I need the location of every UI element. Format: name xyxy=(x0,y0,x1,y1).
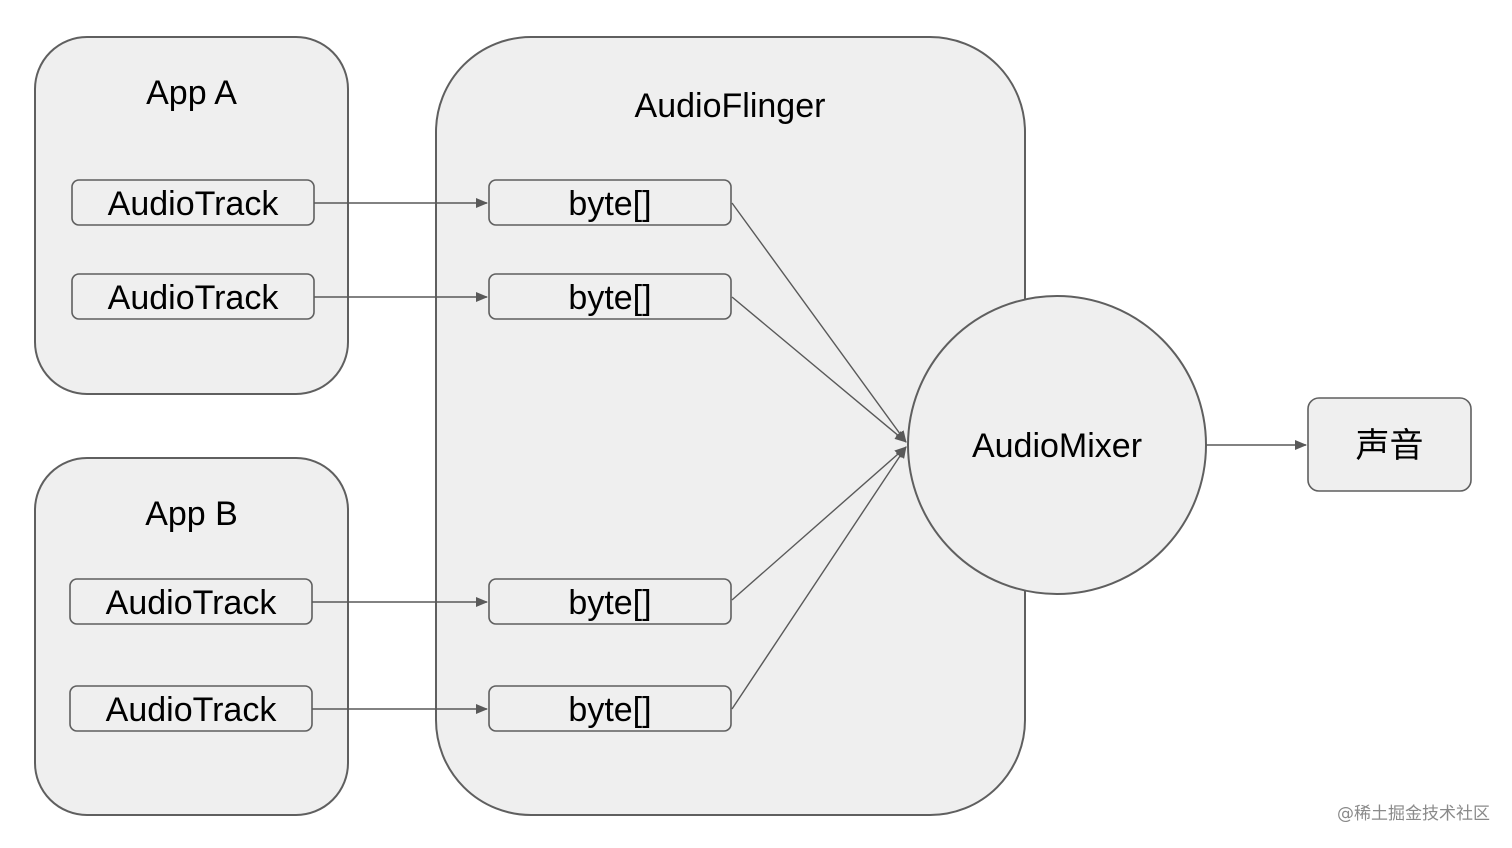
audiotrack-label: AudioTrack xyxy=(108,185,280,223)
byte-buffer-box xyxy=(488,685,732,732)
output-node: 声音 xyxy=(1307,397,1472,492)
app-a-track-1: AudioTrack xyxy=(71,179,315,226)
edge-buffer-1-to-mixer xyxy=(731,202,907,443)
byte-buffer-label: byte[] xyxy=(568,691,651,729)
sound-output-box xyxy=(1307,397,1472,492)
buffer-4: byte[] xyxy=(488,685,732,732)
audiotrack-label: AudioTrack xyxy=(106,691,278,729)
sound-output-label: 声音 xyxy=(1356,426,1424,466)
app-b-title: App B xyxy=(145,495,238,533)
audiotrack-label: AudioTrack xyxy=(108,279,280,317)
app-a-title: App A xyxy=(146,74,237,112)
byte-buffer-box xyxy=(488,578,732,625)
byte-buffer-label: byte[] xyxy=(568,279,651,317)
app-a-track-2: AudioTrack xyxy=(71,273,315,320)
edge-buffer-4-to-mixer xyxy=(731,446,907,710)
app-a-group: App A AudioTrack AudioTrack xyxy=(34,36,349,395)
edge-buffer-3-to-mixer xyxy=(731,446,907,601)
buffer-1: byte[] xyxy=(488,179,732,226)
byte-buffer-label: byte[] xyxy=(568,185,651,223)
buffer-3: byte[] xyxy=(488,578,732,625)
buffer-2: byte[] xyxy=(488,273,732,320)
byte-buffer-box xyxy=(488,179,732,226)
audiotrack-label: AudioTrack xyxy=(106,584,278,622)
audiomixer-node: AudioMixer xyxy=(907,295,1207,595)
audiomixer-label: AudioMixer xyxy=(972,427,1142,465)
audioflinger-title: AudioFlinger xyxy=(635,87,826,125)
audioflinger-group: AudioFlinger byte[] byte[] byte[] byte[] xyxy=(435,36,1026,816)
app-b-group: App B AudioTrack AudioTrack xyxy=(34,457,349,816)
byte-buffer-box xyxy=(488,273,732,320)
app-b-track-2: AudioTrack xyxy=(69,685,313,732)
edge-buffer-2-to-mixer xyxy=(731,296,907,443)
app-b-track-1: AudioTrack xyxy=(69,578,313,625)
byte-buffer-label: byte[] xyxy=(568,584,651,622)
watermark-text: @稀土掘金技术社区 xyxy=(1337,804,1490,824)
